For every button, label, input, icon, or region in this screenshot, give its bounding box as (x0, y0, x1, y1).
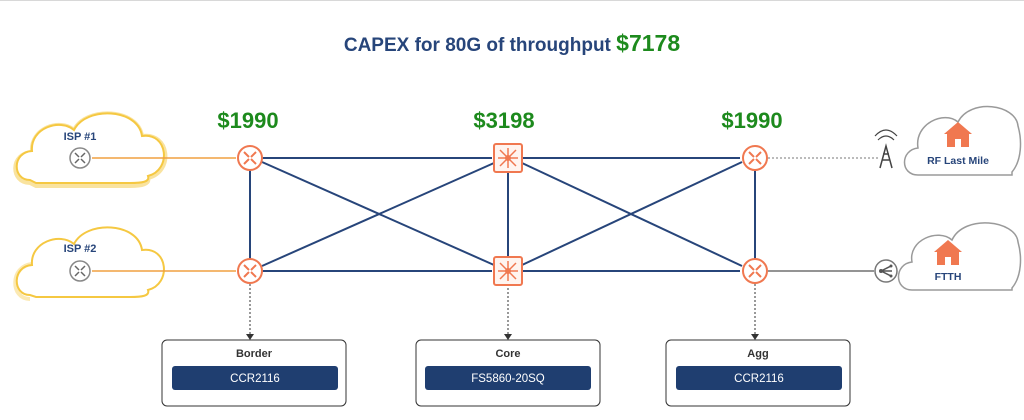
device-title-core: Core (495, 348, 520, 360)
device-box-agg: Agg CCR2116 (665, 339, 851, 407)
price-border: $1990 (217, 108, 279, 133)
isp2-cloud (13, 226, 165, 301)
ftth-cloud (897, 222, 1022, 291)
device-title-border: Border (236, 348, 273, 360)
device-title-agg: Agg (747, 348, 768, 360)
device-model-border: CCR2116 (230, 373, 280, 385)
agg-router-bottom-icon (742, 258, 768, 284)
title-total: $7178 (616, 30, 681, 56)
title-text: CAPEX for 80G of throughput (343, 35, 611, 56)
agg-router-top-icon (742, 145, 768, 171)
price-core: $3198 (473, 108, 535, 133)
device-model-core: FS5860-20SQ (471, 373, 545, 385)
isp1-cloud (13, 111, 168, 188)
device-model-agg: CCR2116 (734, 373, 784, 385)
ftth-splitter-icon (874, 259, 898, 283)
device-box-border: Border CCR2116 (161, 339, 347, 407)
isp2-router-icon (69, 260, 91, 282)
core-switch-top-icon (493, 143, 523, 173)
border-router-top-icon (237, 145, 263, 171)
page-title: CAPEX for 80G of throughput $7178 (0, 30, 1024, 57)
ftth-house-icon (934, 240, 962, 265)
core-switch-bottom-icon (493, 256, 523, 286)
rf-label: RF Last Mile (927, 155, 989, 167)
isp1-label: ISP #1 (64, 131, 97, 143)
border-router-bottom-icon (237, 258, 263, 284)
ftth-label: FTTH (935, 271, 962, 283)
price-agg: $1990 (721, 108, 783, 133)
rf-house-icon (944, 122, 972, 147)
radio-tower-icon (874, 129, 898, 169)
top-divider (0, 0, 1024, 1)
isp2-label: ISP #2 (64, 243, 97, 255)
mesh-links (249, 157, 756, 272)
device-box-core: Core FS5860-20SQ (415, 339, 601, 407)
isp1-router-icon (69, 147, 91, 169)
